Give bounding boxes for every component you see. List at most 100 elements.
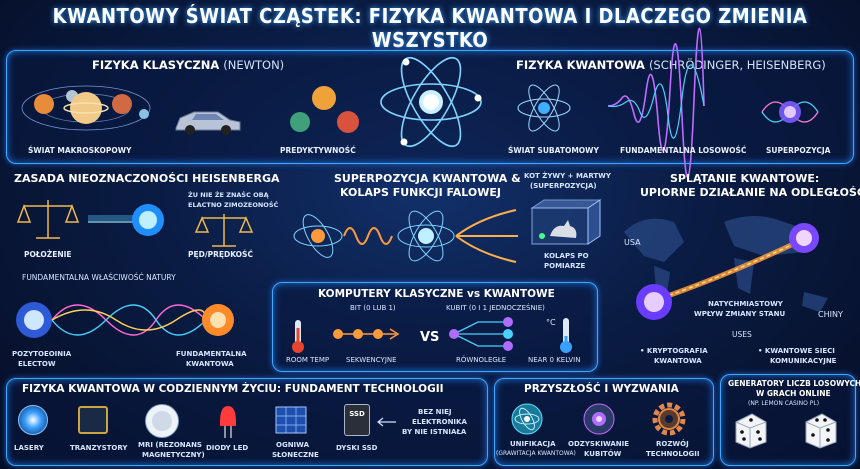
cat-superposition-label-2: (SUPERPOZYCJA) [530, 182, 597, 190]
future-qubits-1: ODZYSKIWANIE [568, 440, 630, 448]
atom-icon [380, 56, 482, 148]
classical-bits-icon [333, 328, 400, 340]
entanglement-instant-2: WPŁYW ZMIANY STANU [694, 310, 786, 318]
mri-icon [146, 405, 178, 437]
ssd-icon: SSD [344, 404, 370, 436]
cat-superposition-label-1: KOT ŻYWY + MARTWY [524, 172, 611, 180]
solar-system-illustration [21, 85, 151, 131]
computers-kelvin: NEAR 0 KELVIN [528, 356, 581, 364]
cat-collapse-label-1: KOLAPS PO [544, 252, 589, 260]
entanglement-heading-1: SPLĄTANIE KWANTOWE: [670, 172, 820, 185]
quantum-item-superposition: SUPERPOZYCJA [766, 146, 831, 155]
superposition-heading-2: KOLAPS FUNKCJI FALOWEJ [340, 186, 501, 199]
subatomic-atom-icon [517, 84, 571, 132]
classical-item-predictive: PREDYKTYWNOŚĆ [280, 146, 356, 155]
wave-left-label-2: ELECTOW [18, 360, 56, 368]
entanglement-use-crypto-2: KWANTOWA [654, 357, 702, 365]
wave-particle-illustration [16, 302, 234, 338]
classical-heading: FIZYKA KLASYCZNA (NEWTON) [92, 58, 284, 72]
quantum-heading-main: FIZYKA KWANTOWA [516, 58, 645, 72]
entanglement-use-network-1: • KWANTOWE SIECI [758, 347, 835, 355]
solar-panel-icon [275, 406, 307, 434]
cat-collapse-label-2: POMIARZE [544, 262, 586, 270]
entangled-particles-illustration [636, 223, 819, 320]
rng-heading-2: W GRACH ONLINE [756, 389, 831, 398]
arrow-left-icon [377, 417, 396, 427]
heisenberg-footer: FUNDAMENTALNA WŁAŚCIWOŚĆ NATURY [22, 273, 176, 282]
led-icon [220, 406, 236, 438]
entanglement-usa-label: USA [624, 238, 641, 247]
everyday-ssd: DYSKI SSD [336, 444, 378, 452]
future-tech-1: ROZWÓJ [656, 440, 689, 448]
scale-left-icon [16, 200, 80, 239]
computers-celsius: °C [546, 318, 556, 327]
cat-box-icon [530, 199, 602, 245]
future-unification-1: UNIFIKACJA [510, 440, 556, 448]
superposition-heading-1: SUPERPOZYCJA KWANTOWA & [334, 172, 521, 185]
classical-item-macroscopic: ŚWIAT MAKROSKOPOWY [28, 146, 132, 155]
future-heading: PRZYSZŁOŚĆ I WYZWANIA [524, 383, 679, 395]
unification-atom-icon [511, 403, 543, 435]
heisenberg-heading: ZASADA NIEOZNACZONOŚCI HEISENBERGA [14, 172, 280, 185]
thermometer-warm-icon [292, 320, 304, 353]
heisenberg-note-2: ELACTNO ZIMOZEONOŚĆ [188, 201, 279, 209]
entanglement-uses-label: USES [732, 330, 752, 339]
thermometer-cold-icon [560, 318, 572, 353]
heisenberg-momentum-label: PĘD/PRĘDKOŚĆ [188, 250, 253, 259]
computers-qubit-label: KUBIT (0 I 1 JEDNOCZEŚNIE) [446, 304, 545, 312]
superposition-sphere-icon [761, 101, 819, 123]
classical-heading-sub: (NEWTON) [223, 58, 285, 72]
entanglement-china-label: CHINY [818, 310, 843, 319]
billiard-balls-illustration [290, 86, 359, 133]
entanglement-heading-2: UPIORNE DZIAŁANIE NA ODLEGŁOŚĆ [640, 186, 860, 199]
computers-heading: KOMPUTERY KLASYCZNE vs KWANTOWE [318, 288, 555, 300]
future-tech-2: TECHNOLOGII [646, 450, 700, 458]
page-title: KWANTOWY ŚWIAT CZĄSTEK: FIZYKA KWANTOWA … [52, 4, 808, 52]
dice-icon [735, 413, 767, 449]
everyday-heading: FIZYKA KWANTOWA W CODZIENNYM ŻYCIU: FUND… [22, 383, 444, 395]
everyday-mri-2: MAGNETYCZNY) [142, 451, 205, 459]
computers-panel [272, 282, 598, 372]
everyday-note-3: BY NIE ISTNIAŁA [402, 428, 467, 436]
heisenberg-position-label: POŁOŻENIE [24, 250, 72, 259]
rng-heading-1: GENERATORY LICZB LOSOWYCH [728, 379, 860, 388]
everyday-lasers: LASERY [14, 444, 44, 452]
computers-sequential: SEKWENCYJNE [346, 356, 397, 364]
entanglement-instant-1: NATYCHMIASTOWY [708, 300, 783, 308]
computers-vs: VS [420, 330, 440, 345]
everyday-transistors: TRANZYSTORY [70, 444, 128, 452]
rng-note: (NP. LEMON CASINO PL) [748, 400, 820, 407]
wave-packet-icon [607, 27, 705, 178]
everyday-led: DIODY LED [206, 444, 249, 452]
computers-room-temp: ROOM TEMP [286, 356, 330, 364]
wave-right-label-2: KWANTOWA [186, 360, 234, 368]
entanglement-use-network-2: KOMUNIKACYJNE [770, 357, 837, 365]
quantum-item-randomness: FUNDAMENTALNA LOSOWOŚĆ [620, 146, 747, 155]
scale-right-icon [194, 214, 254, 247]
everyday-note-2: ELEKTRONIKA [412, 418, 467, 426]
qubits-icon [449, 317, 513, 351]
transistor-icon [78, 406, 108, 434]
everyday-solar-2: SŁONECZNE [272, 451, 319, 459]
qubit-recovery-icon [583, 403, 615, 435]
heisenberg-note-1: ŻU NIE ŻE ZNAŚC OBĄ [188, 191, 269, 199]
wave-left-label-1: POZYTOEOINIA [12, 350, 72, 358]
quantum-item-subatomic: ŚWIAT SUBATOMOWY [508, 146, 599, 155]
everyday-mri-1: MRI (REZONANS [138, 441, 202, 449]
laser-icon [18, 405, 48, 435]
classical-vs-quantum-panel [6, 50, 854, 164]
wave-right-label-1: FUNDAMENTALNA [176, 350, 247, 358]
ssd-icon-label: SSD [349, 410, 365, 418]
computers-parallel: RÓWNOLEGŁE [456, 356, 507, 364]
dice-icon-2 [805, 413, 837, 449]
wave-function-collapse-illustration [293, 209, 518, 263]
entanglement-use-crypto-1: • KRYPTOGRAFIA [640, 347, 708, 355]
everyday-note-1: BEZ NIEJ [418, 408, 452, 416]
future-qubits-2: KUBITÓW [584, 450, 622, 458]
future-unification-2: (GRAWITACJA KWANTOWA) [496, 450, 576, 457]
classical-heading-main: FIZYKA KLASYCZNA [92, 58, 220, 72]
quantum-heading: FIZYKA KWANTOWA (SCHRÖDINGER, HEISENBERG… [516, 58, 826, 72]
quantum-heading-sub: (SCHRÖDINGER, HEISENBERG) [648, 58, 826, 72]
car-icon [175, 111, 241, 135]
everyday-solar-1: OGNIWA [276, 441, 309, 449]
